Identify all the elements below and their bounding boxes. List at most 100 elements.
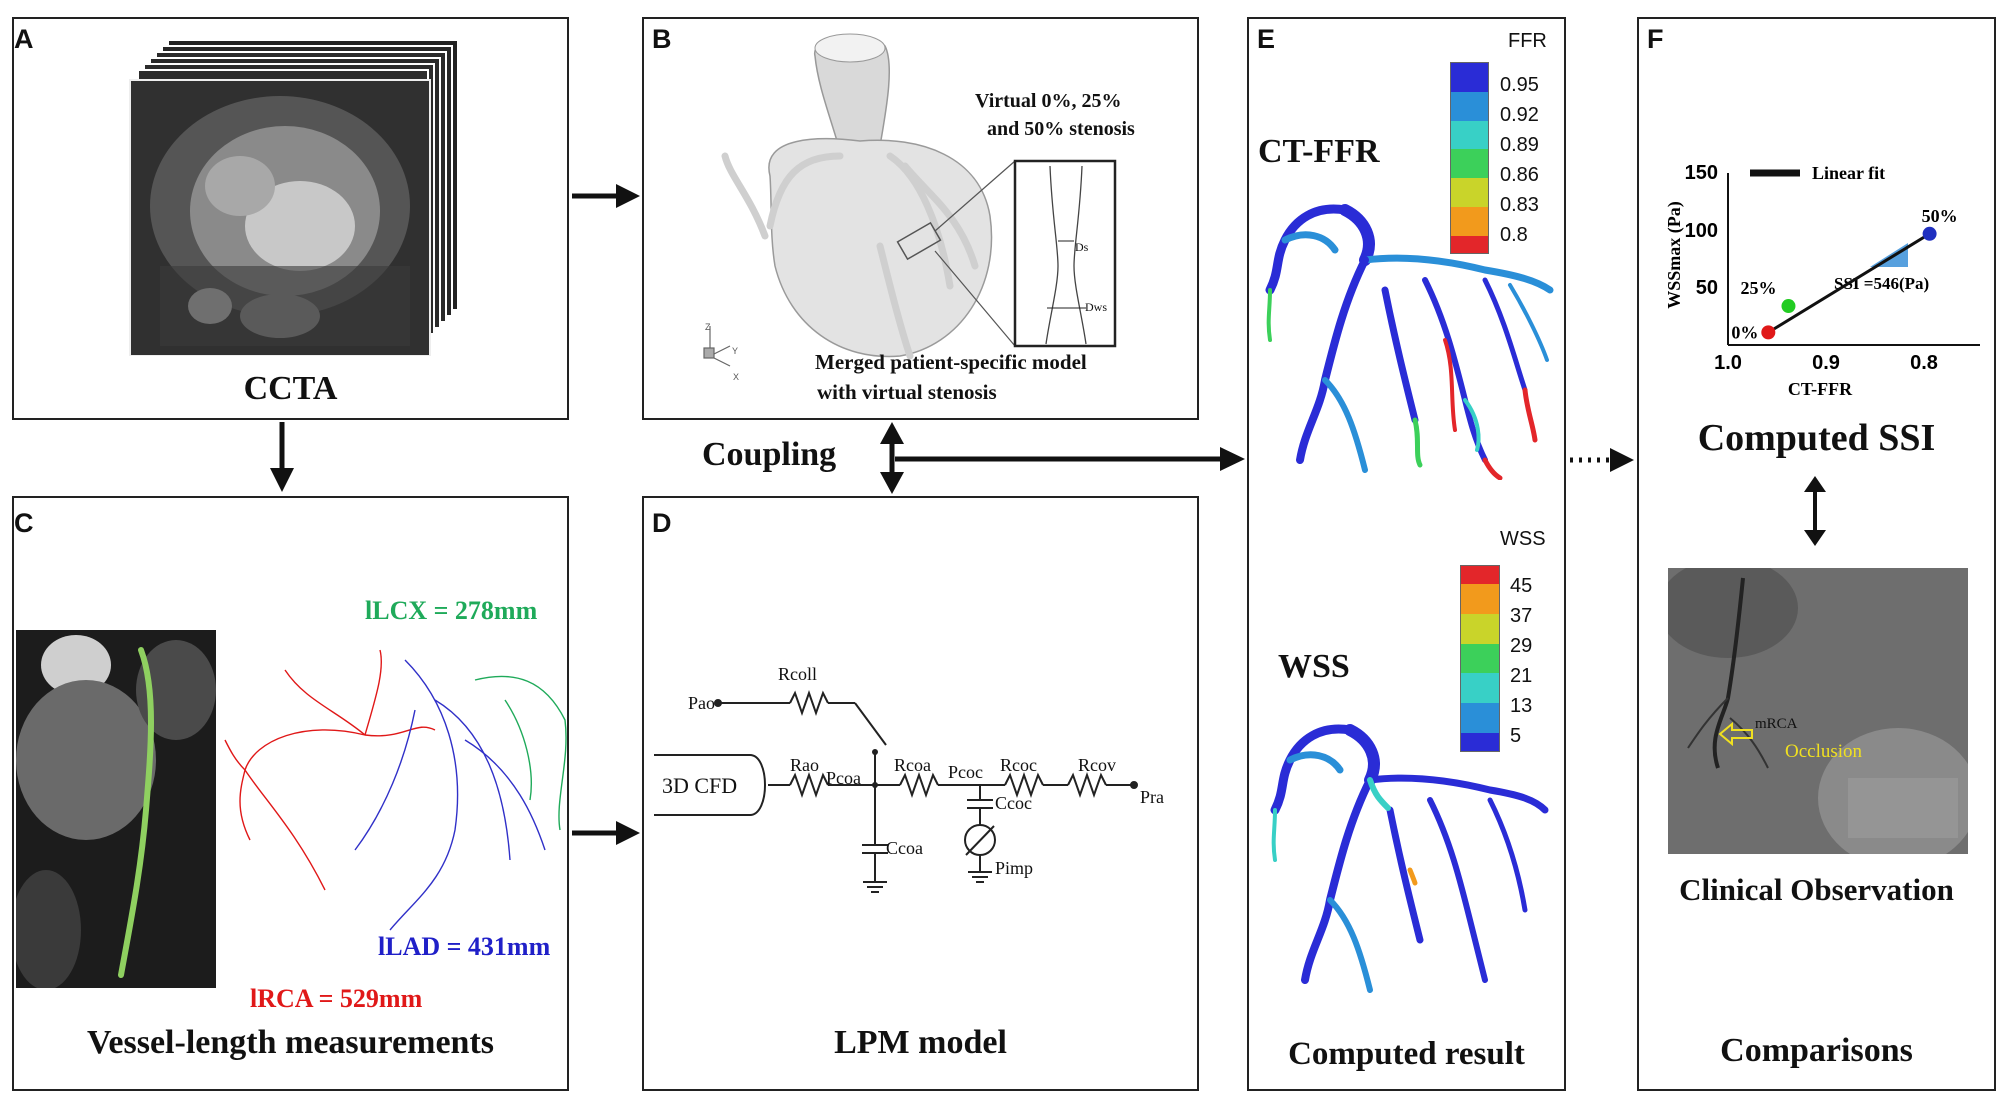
double-arrow-icon	[1804, 476, 1826, 546]
pcoa-symbol: Pcoa	[826, 768, 861, 788]
resistor-rcov	[1067, 771, 1107, 799]
ffr-tick: 0.86	[1500, 164, 1539, 186]
clinical-observation-title: Clinical Observation	[1679, 872, 1954, 907]
axis-x-label: X	[733, 372, 740, 382]
arrow-e-to-f	[1570, 448, 1634, 472]
wss-tick: 13	[1510, 695, 1533, 717]
pao-symbol: Pao	[688, 693, 715, 713]
wss-tick: 45	[1510, 575, 1533, 597]
rca-centerline	[224, 649, 436, 891]
merged-model-caption-line1: Merged patient-specific model	[815, 350, 1087, 374]
lad-centerline	[354, 659, 546, 931]
legend-label: Linear fit	[1812, 163, 1885, 183]
y-axis-title: WSSmax (Pa)	[1664, 201, 1685, 309]
wss-tick: 5	[1510, 725, 1522, 747]
lad-length-label: lLAD = 431mm	[378, 932, 551, 961]
panel-e	[1247, 17, 1566, 1091]
pra-symbol: Pra	[1140, 787, 1164, 807]
stenosis-zoom-box	[1013, 159, 1117, 348]
x-axis-title: CT-FFR	[1788, 379, 1853, 399]
wss-vessel-tree	[1270, 724, 1549, 993]
rao-symbol: Rao	[790, 755, 819, 775]
ffr-colorbar-band	[1451, 206, 1488, 236]
axis-triad-icon	[703, 326, 731, 367]
ffr-colorbar-title: FFR	[1508, 30, 1547, 52]
resistor-rcoc	[1004, 771, 1044, 799]
ffr-colorbar-band	[1451, 178, 1488, 207]
arrow-a-to-b	[572, 184, 640, 208]
panel-c-caption: Vessel-length measurements	[86, 1024, 495, 1061]
ctffr-vessel-tree	[1265, 204, 1554, 480]
ccoa-symbol: Ccoa	[886, 838, 923, 858]
wss-colorbar-band	[1461, 673, 1499, 704]
y-tick-label: 150	[1685, 162, 1718, 184]
zoom-line-bottom	[934, 250, 1016, 347]
merged-model-caption-line2: with virtual stenosis	[817, 380, 997, 404]
ffr-colorbar-band	[1451, 63, 1488, 92]
panel-a-label: A	[14, 24, 34, 54]
lcx-length-label: lLCX = 278mm	[365, 596, 538, 625]
wss-colorbar-band	[1461, 733, 1499, 752]
wss-tick: 21	[1510, 665, 1533, 687]
rcoll-symbol: Rcoll	[778, 664, 817, 684]
ffr-colorbar-band	[1451, 91, 1488, 121]
stenosis-note-line2: and 50% stenosis	[987, 118, 1135, 140]
lpm-circuit	[654, 689, 1138, 893]
panel-f	[1637, 17, 1996, 1091]
wss-colorbar	[1460, 565, 1500, 752]
ffr-tick: 0.83	[1500, 194, 1539, 216]
arrow-c-to-d	[572, 821, 640, 845]
panel-d-caption: LPM model	[834, 1024, 1007, 1061]
coupling-label: Coupling	[702, 436, 837, 473]
ffr-tick: 0.95	[1500, 74, 1539, 96]
data-point	[1761, 325, 1776, 340]
occlusion-label: Occlusion	[1785, 741, 1863, 762]
stenosis-note-line1: Virtual 0%, 25%	[975, 90, 1122, 112]
data-point	[1922, 226, 1937, 241]
ssi-slope-triangle	[1870, 243, 1908, 267]
computed-ssi-title: Computed SSI	[1697, 417, 1936, 459]
wss-colorbar-band	[1461, 613, 1499, 644]
ffr-colorbar-band	[1451, 149, 1488, 179]
wss-colorbar-band	[1461, 566, 1499, 584]
pcoc-symbol: Pcoc	[948, 762, 983, 782]
y-tick-label: 50	[1696, 277, 1718, 299]
data-point-label: 50%	[1922, 206, 1958, 226]
resistor-rcoa	[899, 771, 939, 799]
ffr-tick: 0.8	[1500, 224, 1528, 246]
rcov-symbol: Rcov	[1078, 755, 1116, 775]
ffr-colorbar-band	[1451, 120, 1488, 150]
panel-a-caption: CCTA	[243, 370, 338, 407]
pimp-symbol: Pimp	[995, 858, 1034, 878]
dws-label: Dws	[1085, 300, 1108, 314]
ffr-tick: 0.92	[1500, 104, 1539, 126]
panel-f-caption: Comparisons	[1720, 1032, 1913, 1069]
ssi-scatter-chart: 150 100 50 1.0 0.9 0.8 CT-FFR WSSmax (Pa…	[1664, 162, 1980, 399]
data-point-label: 0%	[1731, 322, 1758, 342]
rcoc-symbol: Rcoc	[1000, 755, 1037, 775]
panel-e-label: E	[1257, 24, 1276, 54]
panel-f-label: F	[1647, 24, 1664, 54]
occlusion-arrow-icon	[1718, 722, 1753, 746]
stenosis-location-marker	[896, 221, 942, 261]
vessel-centerlines	[224, 649, 567, 931]
axis-y-label: Y	[732, 346, 739, 356]
wss-colorbar-band	[1461, 703, 1499, 734]
angiography-image	[1668, 568, 1968, 854]
x-tick-label: 0.9	[1812, 352, 1840, 374]
rca-length-label: lRCA = 529mm	[250, 984, 423, 1013]
arrow-coupling-to-e	[895, 447, 1245, 471]
axis-z-label: Z	[705, 322, 711, 332]
ds-label: Ds	[1075, 240, 1089, 254]
wss-colorbar-band	[1461, 643, 1499, 674]
wss-tick: 29	[1510, 635, 1533, 657]
panel-b-label: B	[652, 24, 672, 54]
panel-d-label: D	[652, 508, 672, 538]
cfd-box-outline	[654, 754, 766, 816]
arrow-a-to-c	[270, 422, 294, 492]
rcoa-symbol: Rcoa	[894, 755, 931, 775]
linear-fit-line	[1767, 232, 1931, 334]
ccoc-symbol: Ccoc	[995, 793, 1032, 813]
